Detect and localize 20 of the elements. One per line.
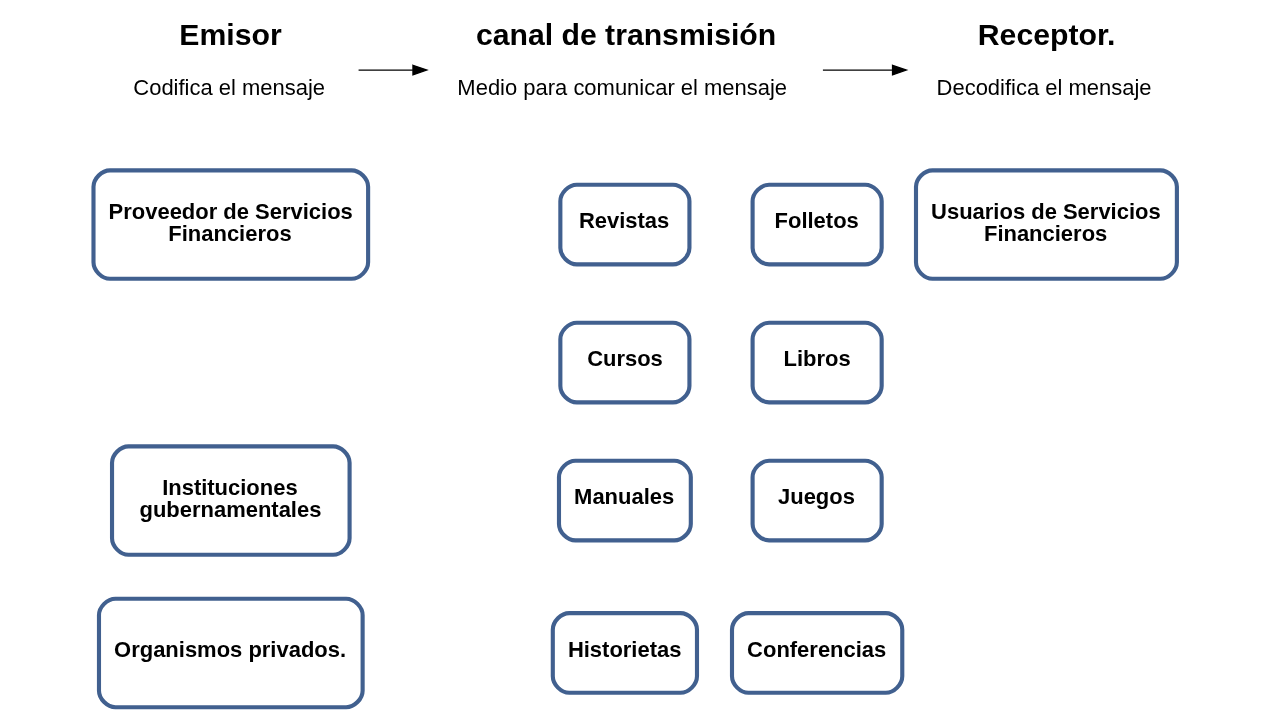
node-label: Decodifica el mensaje	[936, 74, 1152, 100]
node-box: Organismos privados.	[96, 596, 365, 710]
node-box: Usuarios de Servicios Financieros	[913, 168, 1179, 281]
node-text: canal de transmisión	[475, 17, 777, 51]
node-box: Conferencias	[729, 611, 905, 695]
arrow	[357, 64, 429, 76]
node-label: Codifica el mensaje	[133, 74, 326, 100]
arrow	[822, 64, 909, 76]
node-box: Instituciones gubernamentales	[109, 444, 352, 557]
node-box: Libros	[750, 320, 884, 405]
node-label: Medio para comunicar el mensaje	[457, 74, 788, 100]
node-box: Historietas	[550, 611, 700, 695]
node-box: Revistas	[558, 182, 692, 267]
node-box: Folletos	[750, 182, 884, 267]
node-text: Emisor	[179, 17, 282, 51]
node-box: Juegos	[750, 458, 884, 543]
node-box: Manuales	[556, 458, 693, 543]
node-box: Proveedor de Servicios Financieros	[91, 168, 371, 281]
node-box: Cursos	[558, 320, 692, 405]
node-text: Receptor.	[977, 17, 1116, 51]
